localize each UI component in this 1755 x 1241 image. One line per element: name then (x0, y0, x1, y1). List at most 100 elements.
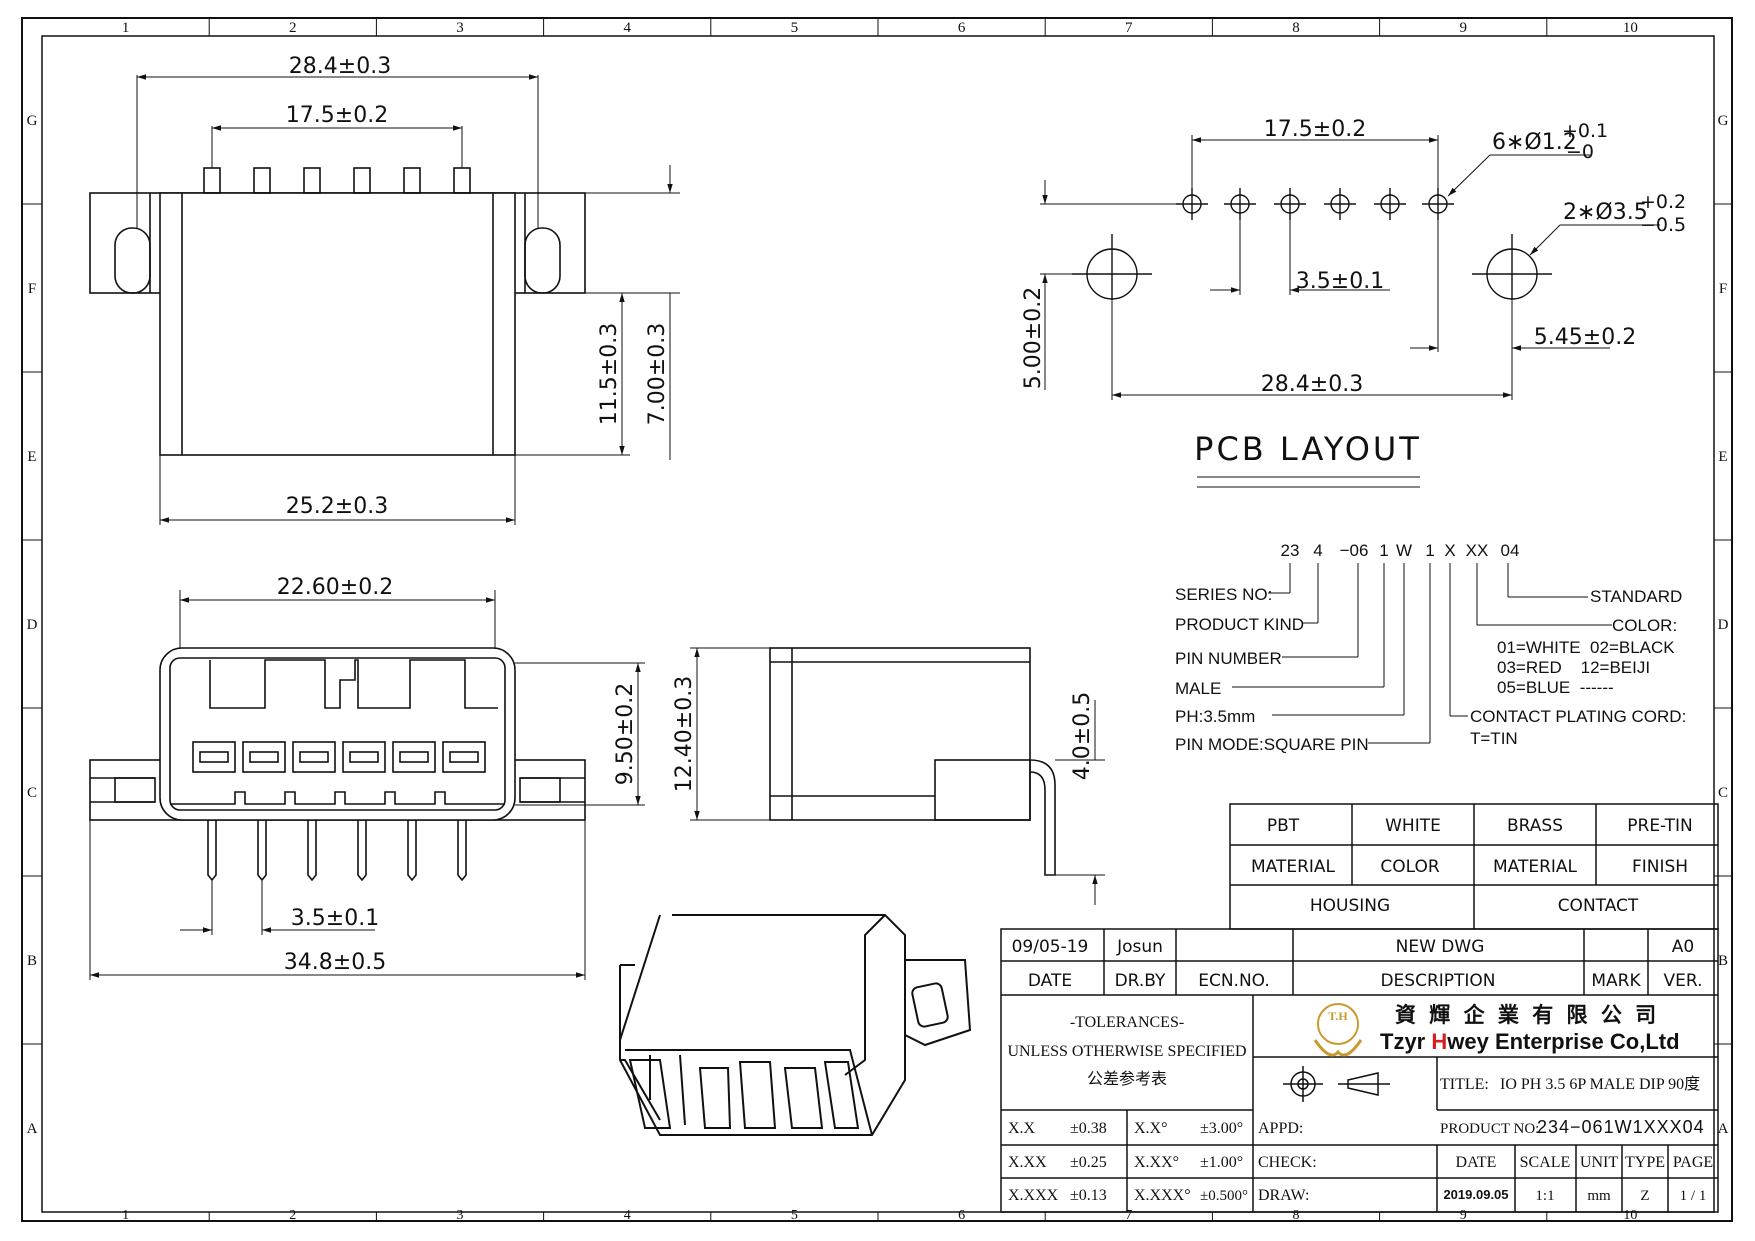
tb-col-page: PAGE (1673, 1154, 1713, 1171)
part-code-callout (1232, 563, 1612, 744)
isometric-view (619, 914, 972, 1136)
mat-cell-material-1: MATERIAL (1251, 857, 1336, 877)
frame-row-label-left: A (27, 1121, 38, 1137)
tb-tolerances-title: -TOLERANCES- (1070, 1014, 1184, 1031)
dim-pcb-hole-large-tol-dn: −0.5 (1640, 214, 1686, 236)
mat-cell-finish: FINISH (1632, 857, 1688, 877)
frame-row-label-left: D (27, 617, 38, 633)
mat-cell-housing: HOUSING (1310, 896, 1390, 916)
frame-col-label-top: 6 (958, 20, 966, 36)
dim-top-height-a: 11.5±0.3 (597, 323, 622, 425)
frame-row-label-left: C (27, 785, 37, 801)
front-view-contacts (192, 741, 486, 773)
dim-pcb-pin-span: 17.5±0.2 (1264, 117, 1366, 142)
pcb-layout-title: PCB LAYOUT (1194, 430, 1422, 468)
material-table-text: PBT WHITE BRASS PRE-TIN MATERIAL COLOR M… (1251, 816, 1693, 916)
tb-drawn-by-label: DR.BY (1115, 971, 1166, 991)
tb-draw-label: DRAW: (1258, 1187, 1309, 1204)
tol-r3-c2: ±0.13 (1070, 1187, 1107, 1204)
dim-pcb-hole-large: 2∗Ø3.5 (1563, 200, 1648, 225)
frame-col-label-bottom: 9 (1460, 1208, 1467, 1223)
logo-text: T.H (1328, 1009, 1348, 1023)
tol-r2-c1: X.XX (1008, 1154, 1047, 1171)
dim-side-height: 12.40±0.3 (672, 676, 697, 792)
frame-col-label-bottom: 5 (791, 1208, 798, 1223)
tb-description-value: NEW DWG (1396, 937, 1485, 957)
color-line-3: 05=BLUE ------ (1497, 678, 1614, 697)
front-view-pins (207, 820, 467, 882)
tol-r1-c2: ±0.38 (1070, 1120, 1107, 1137)
label-plating: CONTACT PLATING CORD: (1470, 707, 1686, 726)
frame-row-label-right: G (1718, 113, 1729, 129)
tb-tolerances-sub: UNLESS OTHERWISE SPECIFIED (1007, 1043, 1246, 1060)
dim-pcb-hole-small: 6∗Ø1.2 (1492, 130, 1577, 155)
label-pitch: PH:3.5mm (1175, 707, 1255, 726)
dim-pcb-hole-small-tol-up: +0.1 (1562, 120, 1608, 142)
tol-r3-c3: X.XXX° (1134, 1187, 1191, 1204)
tb-company-en-a: Tzyr (1380, 1029, 1431, 1054)
tb-val-scale: 1:1 (1535, 1188, 1554, 1204)
part-code-labels: SERIES NO: PRODUCT KIND PIN NUMBER MALE … (1175, 585, 1686, 754)
front-view (89, 590, 645, 980)
mat-cell-pretin: PRE-TIN (1627, 816, 1693, 836)
part-code-segments: 23 4 −06 1 W 1 X XX 04 (1281, 541, 1520, 560)
label-product-kind: PRODUCT KIND (1175, 615, 1304, 634)
top-view (89, 74, 680, 525)
dim-front-height: 9.50±0.2 (613, 683, 638, 785)
frame-col-label-bottom: 6 (958, 1208, 965, 1223)
tb-ecn-label: ECN.NO. (1198, 971, 1270, 991)
frame-col-label-bottom: 4 (624, 1208, 631, 1223)
tb-company-en-b: H (1431, 1029, 1447, 1054)
tb-ver-label: VER. (1664, 971, 1703, 991)
frame-row-label-right: E (1718, 449, 1727, 465)
dim-pcb-vertical: 5.00±0.2 (1021, 287, 1046, 389)
frame-row-label-left: E (27, 449, 36, 465)
tol-r3-c1: X.XXX (1008, 1187, 1059, 1204)
code-seg-1: 23 (1281, 541, 1300, 560)
tb-drawn-by-value: Josun (1116, 937, 1163, 957)
tb-col-unit: UNIT (1580, 1154, 1618, 1171)
label-pin-mode: PIN MODE:SQUARE PIN (1175, 735, 1369, 754)
dim-top-pin-span: 17.5±0.2 (286, 103, 388, 128)
title-block-text: 09/05-19 Josun NEW DWG A0 DATE DR.BY ECN… (1007, 937, 1713, 1204)
frame-col-label-top: 5 (791, 20, 799, 36)
mat-cell-pbt: PBT (1267, 816, 1300, 836)
color-line-1: 01=WHITE 02=BLACK (1497, 638, 1675, 657)
frame-row-label-right: B (1718, 953, 1728, 969)
tb-date-value: 09/05-19 (1012, 937, 1089, 957)
code-seg-9: 04 (1501, 541, 1520, 560)
frame-row-label-right: A (1718, 1121, 1729, 1137)
dim-pcb-pitch: 3.5±0.1 (1296, 269, 1384, 294)
company-logo: T.H (1313, 1003, 1363, 1057)
mat-cell-white: WHITE (1385, 816, 1441, 836)
tb-val-date: 2019.09.05 (1443, 1187, 1508, 1202)
tb-company-cn: 資 輝 企 業 有 限 公 司 (1395, 1003, 1659, 1027)
frame-col-label-top: 4 (623, 20, 631, 36)
mat-cell-brass: BRASS (1507, 816, 1563, 836)
tb-description-label: DESCRIPTION (1380, 971, 1495, 991)
tol-r1-c1: X.X (1008, 1120, 1036, 1137)
frame-row-label-left: B (27, 953, 37, 969)
mat-cell-material-2: MATERIAL (1493, 857, 1578, 877)
side-view (690, 647, 1105, 905)
tb-company-en: Tzyr Hwey Enterprise Co,Ltd (1380, 1029, 1680, 1054)
code-seg-6: 1 (1425, 541, 1434, 560)
frame-row-label-right: F (1719, 281, 1727, 297)
tb-product-no-label: PRODUCT NO: (1440, 1121, 1539, 1137)
frame-col-label-top: 1 (122, 20, 130, 36)
dim-front-pitch: 3.5±0.1 (291, 906, 379, 931)
code-seg-3: −06 (1340, 541, 1369, 560)
tb-val-page: 1 / 1 (1680, 1188, 1707, 1204)
dim-pcb-offset: 5.45±0.2 (1534, 325, 1636, 350)
label-series: SERIES NO: (1175, 585, 1272, 604)
tb-mark-label: MARK (1591, 971, 1641, 991)
code-seg-4: 1 (1379, 541, 1388, 560)
tb-col-type: TYPE (1625, 1154, 1665, 1171)
tb-val-type: Z (1640, 1188, 1649, 1204)
frame-col-label-top: 3 (456, 20, 464, 36)
tb-version-value: A0 (1672, 937, 1694, 957)
tb-col-date: DATE (1456, 1154, 1497, 1171)
label-plating-value: T=TIN (1470, 729, 1518, 748)
tol-r2-c3: X.XX° (1134, 1154, 1179, 1171)
frame-col-label-bottom: 7 (1125, 1208, 1132, 1223)
